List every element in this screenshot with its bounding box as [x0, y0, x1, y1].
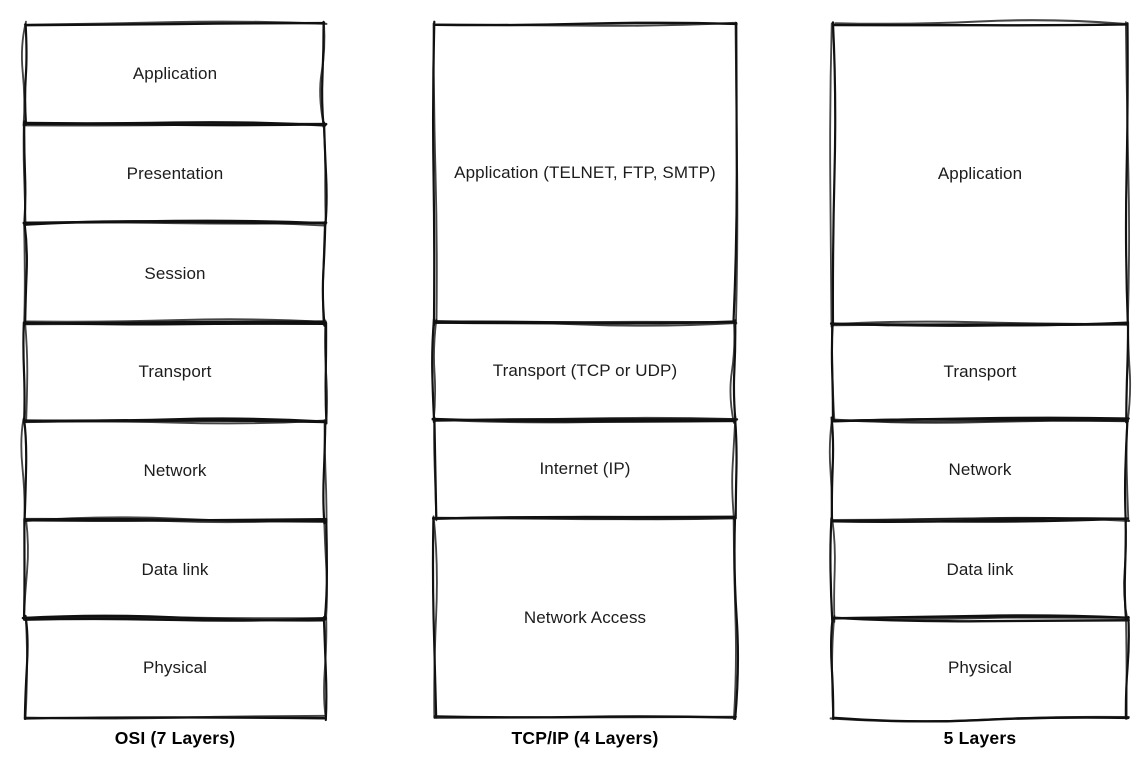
layer-box-five-layer-4[interactable]: Physical — [833, 619, 1127, 717]
stack-caption-osi: OSI (7 Layers) — [114, 728, 236, 748]
layer-box-osi-4[interactable]: Network — [25, 421, 325, 520]
layer-label: Application — [937, 164, 1023, 184]
layer-box-osi-5[interactable]: Data link — [25, 520, 325, 619]
stack-caption-tcpip: TCP/IP (4 Layers) — [511, 728, 659, 748]
layer-box-osi-6[interactable]: Physical — [25, 619, 325, 717]
layer-box-osi-3[interactable]: Transport — [25, 323, 325, 421]
layer-label: Session — [144, 263, 206, 283]
layer-box-osi-1[interactable]: Presentation — [25, 124, 325, 224]
layer-label: Physical — [947, 658, 1013, 678]
layer-box-five-layer-0[interactable]: Application — [833, 24, 1127, 324]
layer-box-five-layer-3[interactable]: Data link — [833, 520, 1127, 619]
layer-label: Application (TELNET, FTP, SMTP) — [454, 163, 716, 183]
layer-label: Presentation — [126, 164, 224, 184]
layer-label: Transport — [943, 362, 1017, 382]
layer-label: Data link — [946, 559, 1014, 579]
layer-label: Physical — [142, 658, 208, 678]
layer-label: Transport — [138, 362, 212, 382]
layer-box-osi-0[interactable]: Application — [25, 24, 325, 124]
layer-label: Internet (IP) — [539, 459, 631, 479]
layer-label: Data link — [141, 559, 209, 579]
layer-label: Application — [132, 64, 218, 84]
layer-label: Transport (TCP or UDP) — [492, 361, 678, 381]
layer-box-tcpip-1[interactable]: Transport (TCP or UDP) — [435, 322, 735, 420]
layer-box-five-layer-2[interactable]: Network — [833, 420, 1127, 520]
layer-box-tcpip-2[interactable]: Internet (IP) — [435, 420, 735, 518]
layer-label: Network — [948, 460, 1012, 480]
layer-label: Network — [143, 460, 207, 480]
layer-box-five-layer-1[interactable]: Transport — [833, 324, 1127, 420]
layer-box-tcpip-3[interactable]: Network Access — [435, 518, 735, 717]
stack-caption-five-layer: 5 Layers — [943, 728, 1017, 748]
layer-label: Network Access — [523, 607, 647, 627]
layer-box-osi-2[interactable]: Session — [25, 224, 325, 323]
layer-box-tcpip-0[interactable]: Application (TELNET, FTP, SMTP) — [435, 24, 735, 322]
